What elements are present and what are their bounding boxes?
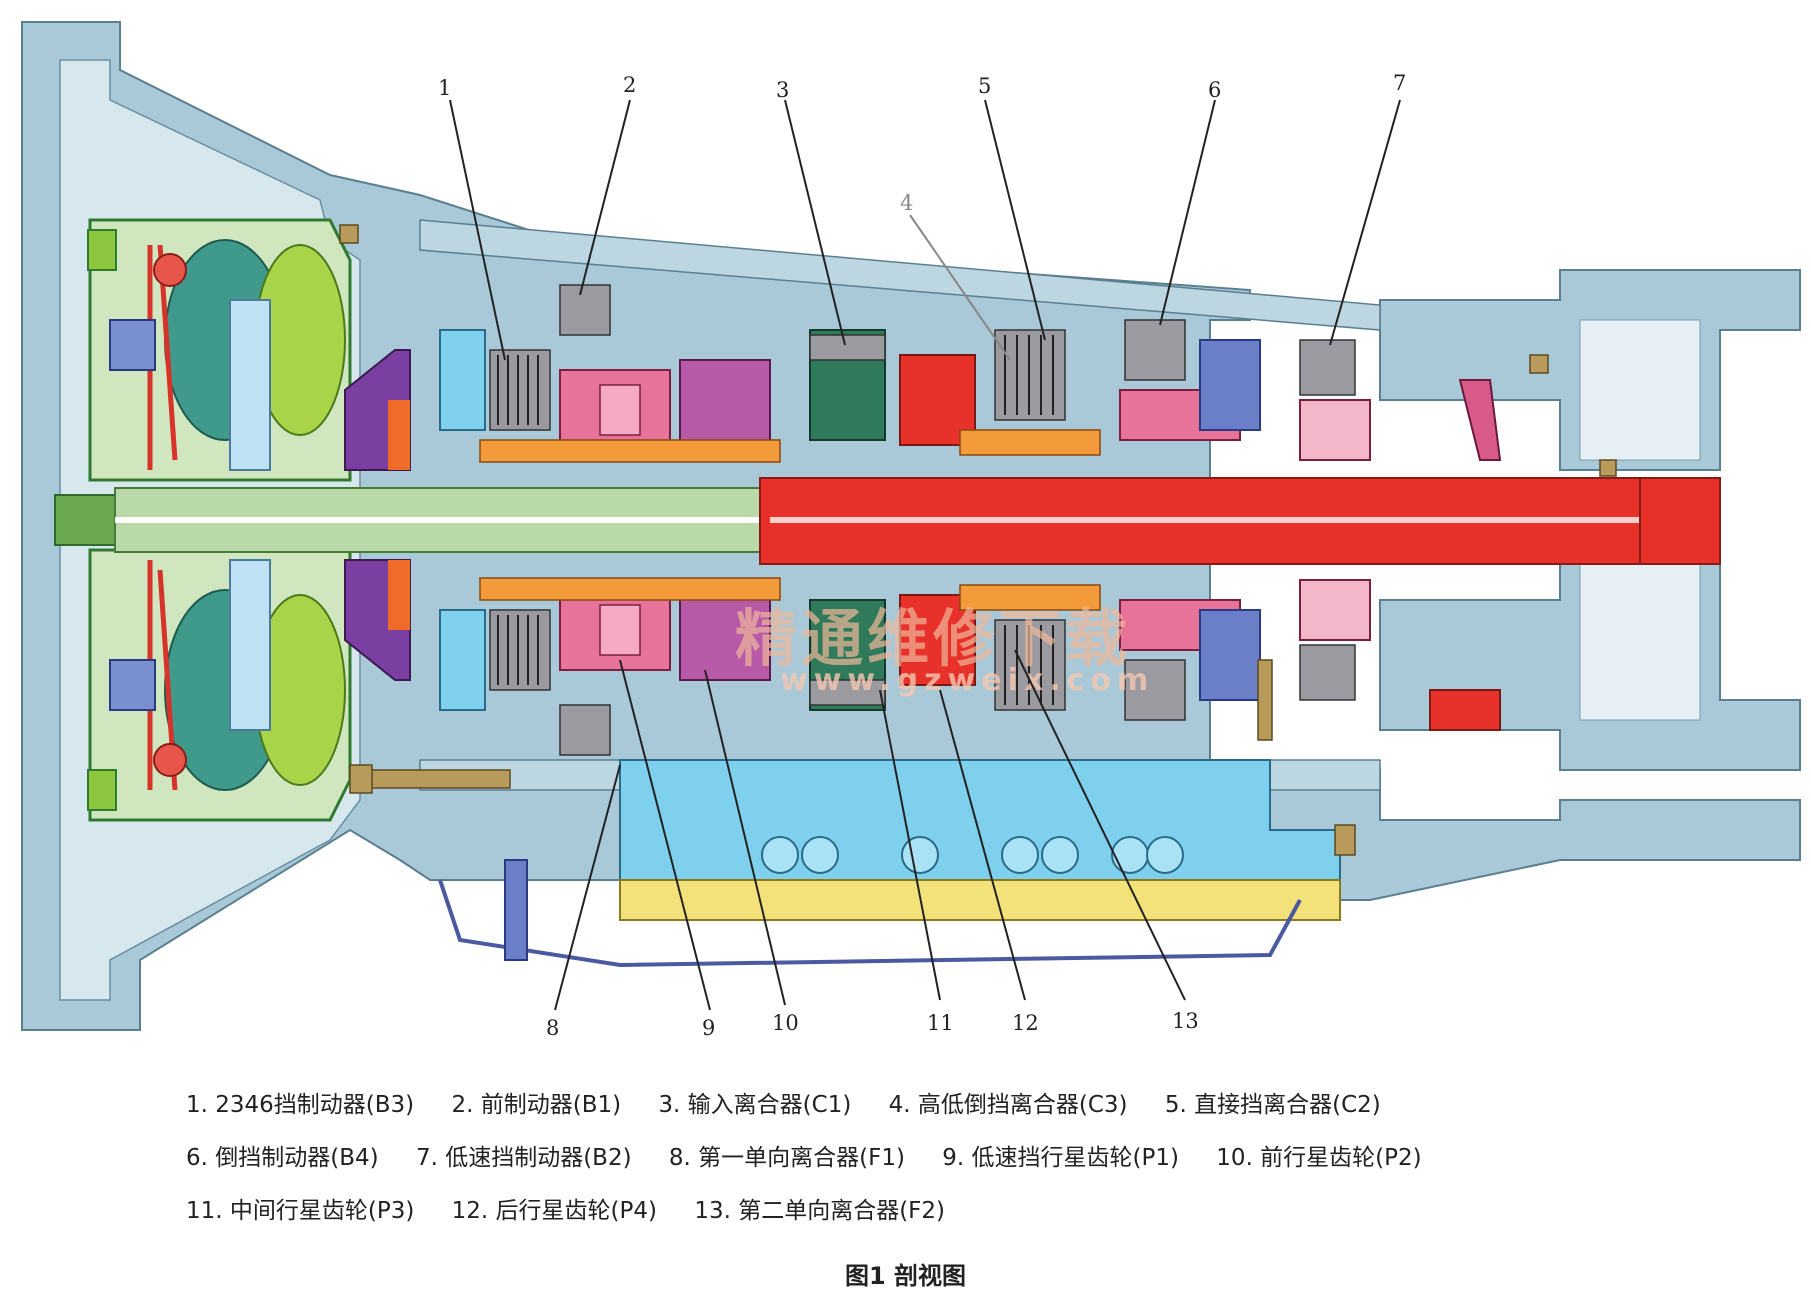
bolts bbox=[339, 224, 1617, 856]
leader-13 bbox=[1014, 649, 1186, 1001]
callout-9: 9 bbox=[702, 1016, 715, 1040]
leader-4 bbox=[909, 214, 1011, 361]
legend-item-b1: 2. 前制动器(B1) bbox=[451, 1092, 622, 1118]
leader-3 bbox=[784, 99, 846, 346]
watermark-text: 精通维修下载 bbox=[735, 602, 1131, 675]
legend-item-b2: 7. 低速挡制动器(B2) bbox=[415, 1145, 632, 1171]
watermark-url: www.gzweix.com bbox=[780, 663, 1154, 698]
leader-1 bbox=[449, 99, 506, 361]
callout-13: 13 bbox=[1172, 1009, 1199, 1033]
callout-2: 2 bbox=[623, 73, 636, 97]
callout-5: 5 bbox=[978, 74, 991, 98]
legend-item-p3: 11. 中间行星齿轮(P3) bbox=[186, 1198, 415, 1224]
callout-12: 12 bbox=[1012, 1011, 1039, 1035]
callout-4: 4 bbox=[900, 191, 913, 215]
leader-12 bbox=[939, 689, 1026, 1001]
legend-item-p1: 9. 低速挡行星齿轮(P1) bbox=[942, 1145, 1179, 1171]
callout-6: 6 bbox=[1208, 78, 1221, 102]
legend-item-f2: 13. 第二单向离合器(F2) bbox=[694, 1198, 946, 1224]
torque-converter bbox=[87, 218, 352, 822]
legend-item-b4: 6. 倒挡制动器(B4) bbox=[186, 1145, 379, 1171]
callout-7: 7 bbox=[1393, 71, 1406, 95]
legend: 1. 2346挡制动器(B3) 2. 前制动器(B1) 3. 输入离合器(C1)… bbox=[186, 1085, 1746, 1244]
leader-8 bbox=[554, 764, 621, 1011]
valve-body bbox=[438, 759, 1341, 968]
leader-11 bbox=[879, 689, 941, 1001]
legend-item-p2: 10. 前行星齿轮(P2) bbox=[1216, 1145, 1422, 1171]
legend-item-c1: 3. 输入离合器(C1) bbox=[658, 1092, 852, 1118]
watermark: 精通维修下载 www.gzweix.com bbox=[735, 602, 1154, 698]
leader-10 bbox=[704, 669, 786, 1006]
leader-2 bbox=[579, 99, 631, 296]
leader-7 bbox=[1329, 99, 1401, 346]
output-shaft bbox=[759, 477, 1721, 565]
callout-10: 10 bbox=[772, 1011, 799, 1035]
legend-row-1: 1. 2346挡制动器(B3) 2. 前制动器(B1) 3. 输入离合器(C1)… bbox=[186, 1085, 1746, 1138]
input-shaft bbox=[54, 487, 766, 553]
legend-row-3: 11. 中间行星齿轮(P3) 12. 后行星齿轮(P4) 13. 第二单向离合器… bbox=[186, 1191, 1746, 1244]
callout-1: 1 bbox=[438, 76, 451, 100]
legend-item-c3: 4. 高低倒挡离合器(C3) bbox=[888, 1092, 1128, 1118]
figure-caption: 图1 剖视图 bbox=[844, 1262, 967, 1290]
oil-pump bbox=[344, 349, 411, 681]
leader-lines bbox=[449, 99, 1401, 1011]
transmission-cutaway-diagram: 精通维修下载 www.gzweix.com 1 2 3 4 5 6 7 8 9 … bbox=[21, 21, 1801, 1040]
legend-row-2: 6. 倒挡制动器(B4) 7. 低速挡制动器(B2) 8. 第一单向离合器(F1… bbox=[186, 1138, 1746, 1191]
legend-item-b3: 1. 2346挡制动器(B3) bbox=[186, 1092, 415, 1118]
callout-numbers: 1 2 3 4 5 6 7 8 9 10 11 12 13 bbox=[438, 71, 1406, 1040]
leader-6 bbox=[1159, 99, 1216, 326]
leader-5 bbox=[984, 99, 1046, 341]
callout-3: 3 bbox=[776, 78, 789, 102]
callout-11: 11 bbox=[927, 1011, 954, 1035]
lower-gear-train bbox=[439, 379, 1502, 756]
legend-item-p4: 12. 后行星齿轮(P4) bbox=[451, 1198, 657, 1224]
upper-gear-train bbox=[439, 284, 1371, 463]
legend-item-c2: 5. 直接挡离合器(C2) bbox=[1164, 1092, 1381, 1118]
legend-item-f1: 8. 第一单向离合器(F1) bbox=[668, 1145, 905, 1171]
callout-8: 8 bbox=[546, 1016, 559, 1040]
leader-9 bbox=[619, 659, 711, 1011]
